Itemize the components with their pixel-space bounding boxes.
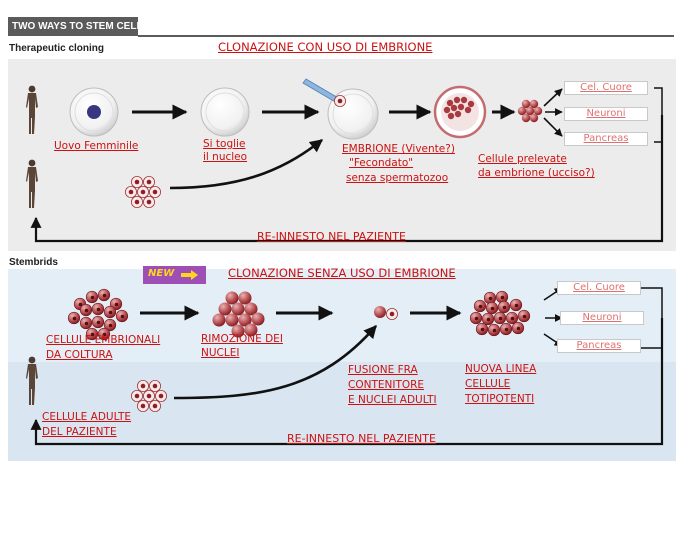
cell-cluster-icon <box>212 291 265 338</box>
flow-arrow <box>173 325 377 400</box>
label-linea-1: NUOVA LINEA <box>465 363 537 375</box>
label-embrione-3: senza spermatozoo <box>346 172 449 184</box>
output-neuroni: Neuroni <box>564 107 648 121</box>
label-embrione-1: EMBRIONE (Vivente?) <box>342 143 455 155</box>
badge-arrow-icon <box>181 270 198 280</box>
label-linea-2: CELLULE <box>465 378 511 390</box>
label-rimozione-1: RIMOZIONE DEI <box>201 333 283 345</box>
output-cuore: Cel. Cuore <box>564 81 648 95</box>
figure-title-bar: TWO WAYS TO STEM CELLS <box>8 17 149 36</box>
output-pancreas: Pancreas <box>557 339 641 353</box>
section-heading-1: CLONAZIONE CON USO DI EMBRIONE <box>218 40 433 54</box>
label-uovo: Uovo Femminile <box>54 140 139 152</box>
label-cellule-1: Cellule prelevate <box>478 153 567 165</box>
label-fusione-2: CONTENITORE <box>348 379 425 391</box>
new-badge-text: NEW <box>148 268 175 279</box>
output-cuore: Cel. Cuore <box>557 281 641 295</box>
label-fusione-3: E NUCLEI ADULTI <box>348 394 437 406</box>
label-embrionali-1: CELLULE EMBRIONALI <box>46 334 161 346</box>
label-nucleo-1: Si toglie <box>203 138 246 150</box>
new-badge <box>143 266 206 284</box>
section-heading-2: CLONAZIONE SENZA USO DI EMBRIONE <box>228 266 456 280</box>
reinnesto-loop <box>30 115 664 243</box>
output-pancreas: Pancreas <box>564 132 648 146</box>
egg-cell-icon <box>69 87 119 137</box>
cell-cluster-icon <box>517 99 543 123</box>
title-rule <box>138 35 674 37</box>
label-fusione-1: FUSIONE FRA <box>348 364 418 376</box>
section-label-therapeutic: Therapeutic cloning <box>9 43 105 54</box>
flow-arrow <box>169 138 324 190</box>
label-adulte-2: DEL PAZIENTE <box>42 426 117 438</box>
label-embrionali-2: DA COLTURA <box>46 349 113 361</box>
label-embrione-2: "Fecondato" <box>349 157 414 169</box>
reinnesto-loop <box>30 318 664 446</box>
output-neuroni: Neuroni <box>560 311 644 325</box>
nucleus-icon <box>333 94 347 108</box>
embryo-icon <box>433 85 487 139</box>
fused-cell-icon <box>374 306 399 321</box>
label-cellule-2: da embrione (ucciso?) <box>478 167 595 179</box>
label-rimozione-2: NUCLEI <box>201 347 240 359</box>
section-label-stembrids: Stembrids <box>9 257 58 268</box>
label-nucleo-2: il nucleo <box>203 151 248 163</box>
label-linea-3: TOTIPOTENTI <box>465 393 535 405</box>
label-reinnesto-1: RE-INNESTO NEL PAZIENTE <box>257 230 406 243</box>
egg-cell-icon <box>200 87 250 137</box>
label-adulte-1: CELLULE ADULTE <box>42 411 132 423</box>
label-reinnesto-2: RE-INNESTO NEL PAZIENTE <box>287 432 436 445</box>
